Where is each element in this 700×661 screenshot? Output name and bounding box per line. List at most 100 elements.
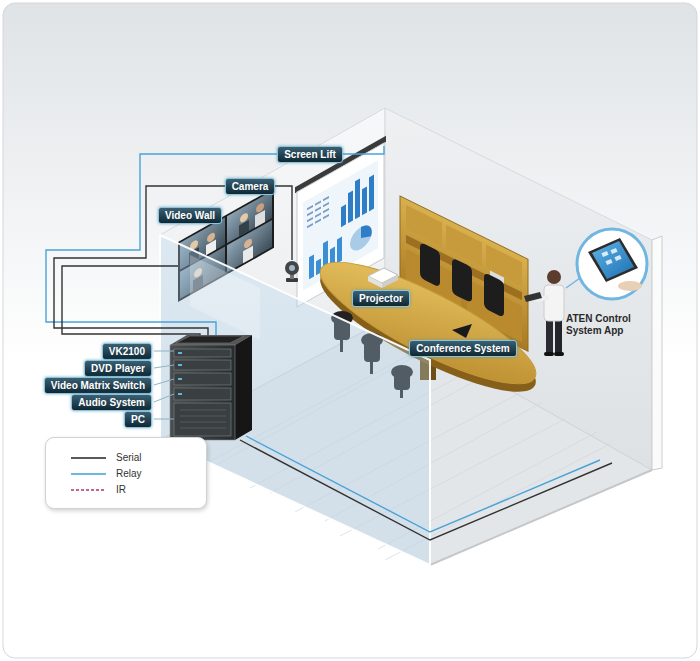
- projection-screen-part-part: [309, 254, 314, 279]
- projector-part: [382, 275, 398, 288]
- tag-text: Video Wall: [165, 210, 215, 221]
- projection-screen-part: [361, 221, 372, 242]
- app-callout-part: [577, 229, 647, 299]
- projection-screen-part-part: [323, 202, 329, 207]
- legend-line-sample: [71, 457, 106, 459]
- legend-box: SerialRelayIR: [45, 437, 207, 509]
- conference-phone: [452, 324, 472, 338]
- projection-screen-part-part: [315, 218, 321, 223]
- tag-text: PC: [131, 414, 145, 425]
- wiring-part: [240, 440, 612, 540]
- leader-lines-part: [154, 394, 174, 402]
- person: [524, 270, 564, 356]
- projection-screen-part-part: [348, 190, 353, 223]
- wiring-part: [246, 436, 600, 532]
- wiring-part: [54, 186, 292, 336]
- person-part: [547, 270, 561, 284]
- projection-screen-part-part: [341, 204, 346, 227]
- projection-screen-part-part: [315, 212, 321, 217]
- tag-text: Projector: [359, 293, 403, 304]
- projection-screen-part: [307, 196, 329, 228]
- chairs-part: [452, 257, 472, 303]
- legend-line-sample: [71, 473, 106, 475]
- projection-screen-part-part: [323, 208, 329, 213]
- projector: [368, 268, 398, 288]
- label-tag: VK2100: [102, 343, 152, 360]
- person-part: [546, 318, 553, 354]
- projection-screen-part-part: [369, 175, 374, 212]
- projection-screen-part-part: [307, 217, 313, 222]
- video-wall-part: [206, 240, 216, 256]
- app-callout-part-part: [614, 255, 621, 261]
- person-part: [544, 285, 564, 321]
- projection-screen-part: [341, 171, 374, 228]
- projection-screen-part-part: [307, 223, 313, 228]
- video-wall-part: [227, 220, 272, 272]
- projection-screen-part-part: [355, 178, 360, 219]
- leader-lines-part: [154, 351, 174, 352]
- legend-text: Serial: [116, 452, 142, 464]
- equipment-rack-part: [170, 345, 235, 440]
- projection-screen-part-part: [307, 211, 313, 216]
- tag-text: VK2100: [109, 346, 145, 357]
- projection-screen-part-part: [307, 205, 313, 210]
- tag-text: DVD Player: [91, 363, 145, 374]
- projection-screen-part-part: [362, 187, 367, 216]
- label-tag: Video Wall: [158, 207, 222, 224]
- projector-part: [368, 276, 382, 288]
- wiring-part: [46, 146, 384, 336]
- legend-text: Relay: [116, 468, 142, 480]
- label-tag: Projector: [352, 290, 410, 307]
- label-tag: Screen Lift: [277, 146, 343, 163]
- video-wall-part: [239, 220, 249, 237]
- tag-text: Audio System: [78, 397, 145, 408]
- projection-screen-part-part: [323, 214, 329, 219]
- legend-text: IR: [116, 484, 126, 496]
- app-callout-part: [588, 238, 638, 282]
- app-callout-part-part: [610, 248, 617, 254]
- projection-screen-part-part: [337, 237, 342, 264]
- person-part: [524, 292, 542, 302]
- room-shell-part: [652, 236, 662, 470]
- person-part: [554, 352, 564, 356]
- video-wall-part: [255, 210, 265, 228]
- label-tag: Camera: [225, 178, 276, 195]
- equipment-rack-part: [176, 336, 244, 343]
- label-tag: Video Matrix Switch: [44, 377, 152, 394]
- wiring-part: [62, 266, 200, 336]
- camera: [285, 261, 299, 282]
- leader-lines-part: [154, 419, 174, 420]
- label-tag: PC: [124, 411, 152, 428]
- room-shell: [160, 108, 662, 565]
- glass-wall-part: [160, 235, 430, 565]
- app-callout-part-part: [601, 251, 608, 257]
- person-part: [544, 352, 554, 356]
- projection-screen-part-part: [315, 206, 321, 211]
- legend-line-sample: [71, 489, 106, 491]
- label-tag: Audio System: [71, 394, 152, 411]
- leader-lines-part: [154, 365, 174, 368]
- label-tag: DVD Player: [84, 360, 152, 377]
- projection-screen-part-part: [323, 196, 329, 201]
- tag-text: Conference System: [416, 343, 509, 354]
- chairs-part: [420, 242, 440, 288]
- equipment-rack-part: [170, 345, 235, 440]
- chairs-part: [484, 272, 504, 318]
- projection-screen-part: [350, 221, 372, 255]
- glass-wall-part: [190, 255, 260, 340]
- camera-part: [289, 265, 295, 271]
- person-part: [555, 318, 562, 354]
- projection-screen-part-part: [315, 200, 321, 205]
- app-callout-part: [592, 241, 634, 279]
- app-callout-part-part: [605, 259, 612, 265]
- camera-part: [285, 261, 299, 275]
- tag-text: Video Matrix Switch: [51, 380, 145, 391]
- page-frame: [3, 3, 697, 658]
- label-tag: Conference System: [409, 340, 516, 357]
- glass-wall: [160, 235, 430, 565]
- app-label: ATEN Control System App: [566, 313, 640, 337]
- equipment-rack: [170, 335, 252, 440]
- app-callout-part: [566, 278, 580, 288]
- app-callout: [566, 229, 647, 299]
